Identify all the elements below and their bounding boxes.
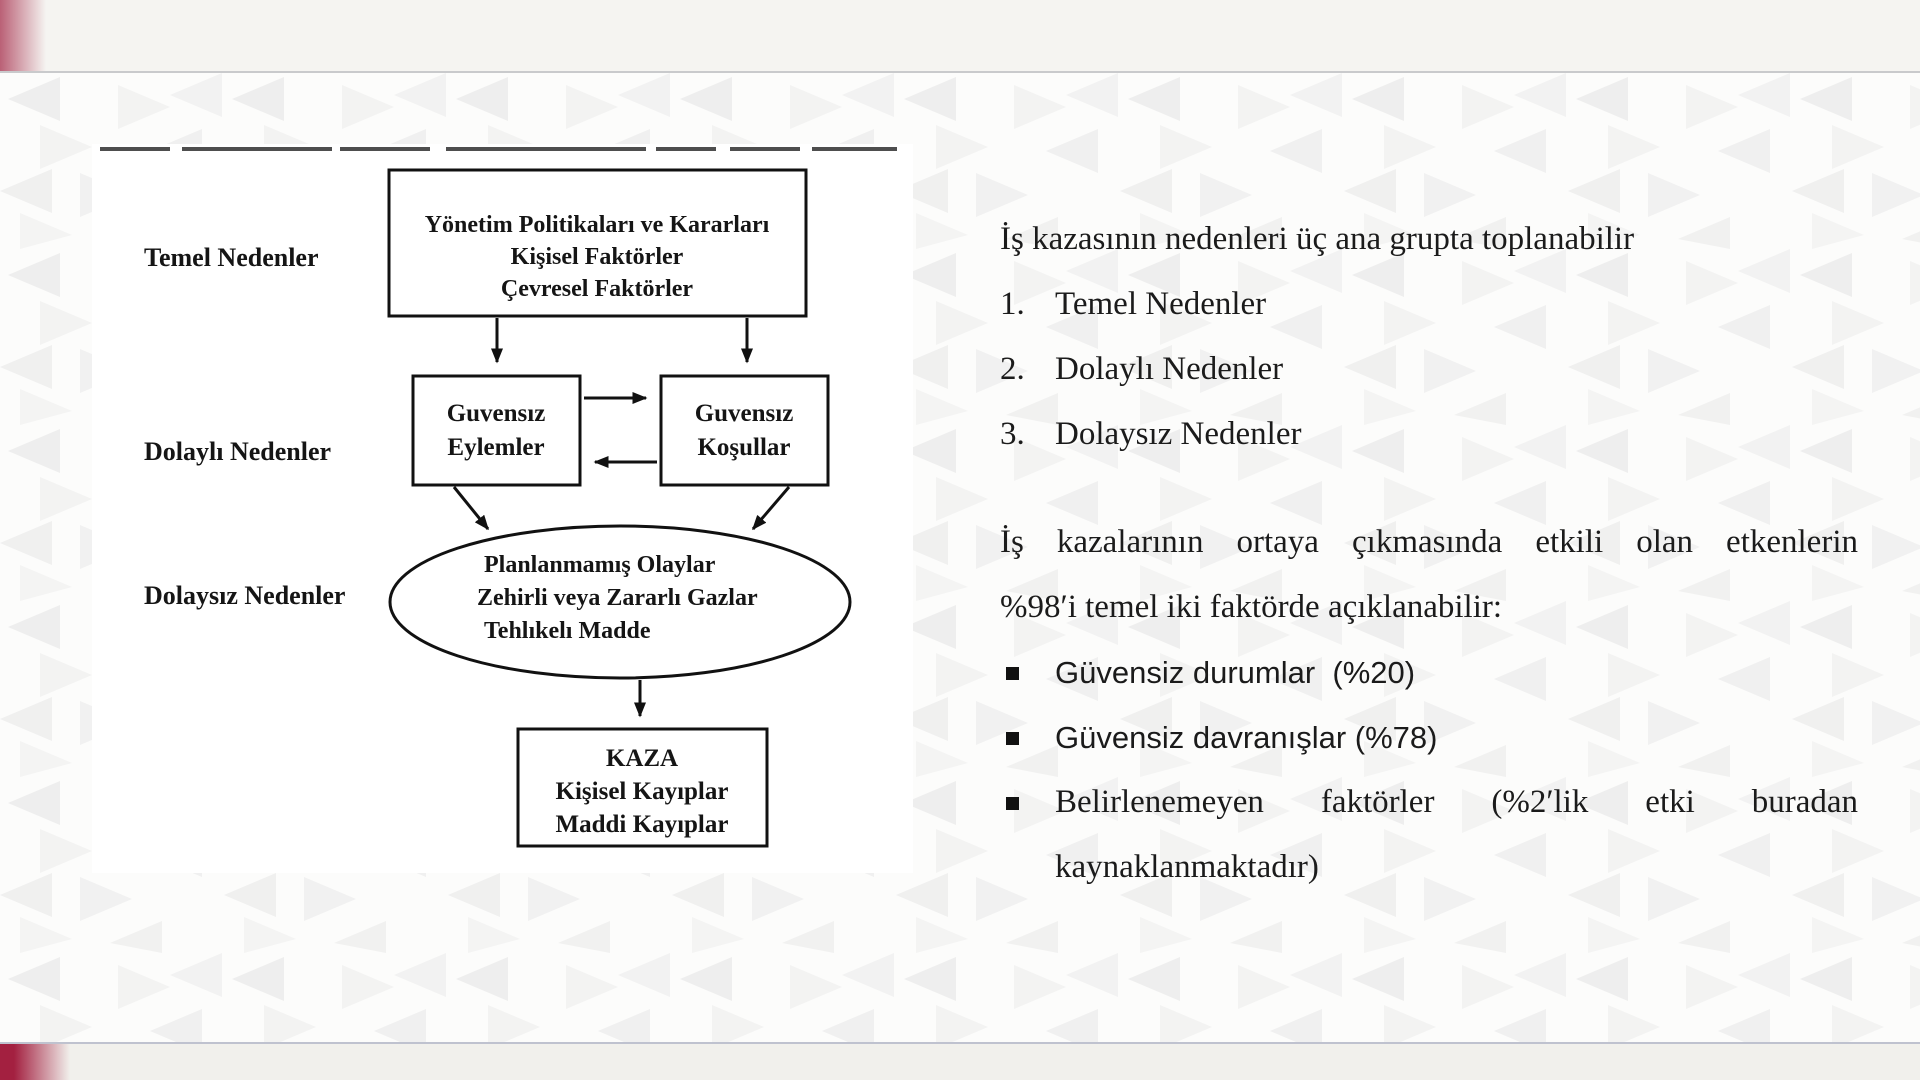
- accident-causes-figure: Temel Nedenler Dolaylı Nedenler Dolaysız…: [92, 144, 913, 873]
- unsafe-conditions-box: Guvensız Koşullar: [659, 374, 830, 487]
- basic-causes-line2: Kişisel Faktörler: [511, 244, 684, 270]
- bottom-accent-strip: [0, 1044, 70, 1080]
- unsafe-acts-box: Guvensız Eylemler: [411, 374, 582, 487]
- label-dolaysiz-nedenler: Dolaysız Nedenler: [144, 581, 345, 610]
- ellipse-line3: Tehlıkelı Madde: [484, 618, 651, 644]
- item-number: 1.: [1000, 286, 1025, 322]
- item-text: Dolaysız Nedenler: [1055, 416, 1302, 452]
- bottom-divider-line: [0, 1042, 1920, 1044]
- top-divider-line: [0, 71, 1920, 73]
- direct-causes-ellipse: Planlanmamış Olaylar Zehirli veya Zararl…: [388, 524, 852, 680]
- bottom-band: [0, 1044, 1920, 1080]
- unsafe-conditions-line2: Koşullar: [697, 434, 790, 461]
- intro-text: İş kazasının nedenleri üç ana grupta top…: [1000, 221, 1635, 257]
- arrow-left-box-to-ellipse: [452, 486, 490, 531]
- content-column: İş kazasının nedenleri üç ana grupta top…: [1000, 207, 1858, 900]
- bullet-square-icon: [1006, 732, 1019, 745]
- label-temel-nedenler: Temel Nedenler: [144, 243, 319, 272]
- paragraph-gap: [1000, 467, 1858, 510]
- item-number: 2.: [1000, 351, 1025, 387]
- bullet-item-2: Güvensiz davranışlar (%78): [1000, 705, 1858, 770]
- bullet-item-3: Belirlenemeyen faktörler (%2′lik etki bu…: [1000, 770, 1858, 900]
- basic-causes-line3: Çevresel Faktörler: [501, 276, 693, 302]
- kaza-line2: Kişisel Kayıplar: [556, 778, 729, 805]
- unsafe-acts-line2: Eylemler: [447, 434, 544, 461]
- ellipse-line1: Planlanmamış Olaylar: [484, 552, 716, 578]
- unsafe-conditions-line1: Guvensız: [695, 400, 794, 427]
- numbered-item-1: 1. Temel Nedenler: [1000, 272, 1858, 337]
- factors-paragraph-line2: %98′i temel iki faktörde açıklanabilir:: [1000, 589, 1503, 625]
- bullet-text: Güvensiz davranışlar (%78): [1055, 720, 1438, 755]
- kaza-box: KAZA Kişisel Kayıplar Maddi Kayıplar: [516, 727, 769, 848]
- bullet-square-icon: [1006, 797, 1019, 810]
- bullet-text-line2: kaynaklanmaktadır): [1055, 849, 1319, 885]
- arrow-right-box-to-ellipse: [751, 486, 791, 531]
- top-band: [0, 0, 1920, 71]
- label-dolayli-nedenler: Dolaylı Nedenler: [144, 437, 331, 466]
- kaza-line1: KAZA: [606, 745, 678, 772]
- item-text: Temel Nedenler: [1055, 286, 1267, 322]
- bullet-square-icon: [1006, 667, 1019, 680]
- unsafe-acts-line1: Guvensız: [447, 400, 546, 427]
- bullet-text: Güvensiz durumlar (%20): [1055, 655, 1416, 690]
- basic-causes-box: Yönetim Politikaları ve Kararları Kişise…: [387, 168, 808, 318]
- factors-paragraph-line1: İş kazalarının ortaya çıkmasında etkili …: [1000, 524, 1858, 560]
- top-accent-strip: [0, 0, 46, 71]
- numbered-item-2: 2. Dolaylı Nedenler: [1000, 337, 1858, 402]
- bullet-text-line1: Belirlenemeyen faktörler (%2′lik etki bu…: [1055, 784, 1858, 820]
- ellipse-line2: Zehirli veya Zararlı Gazlar: [477, 585, 758, 611]
- bullet-item-1: Güvensiz durumlar (%20): [1000, 640, 1858, 705]
- kaza-line3: Maddi Kayıplar: [556, 811, 729, 838]
- numbered-item-3: 3. Dolaysız Nedenler: [1000, 402, 1858, 467]
- item-text: Dolaylı Nedenler: [1055, 351, 1284, 387]
- basic-causes-line1: Yönetim Politikaları ve Kararları: [425, 212, 770, 238]
- item-number: 3.: [1000, 416, 1025, 452]
